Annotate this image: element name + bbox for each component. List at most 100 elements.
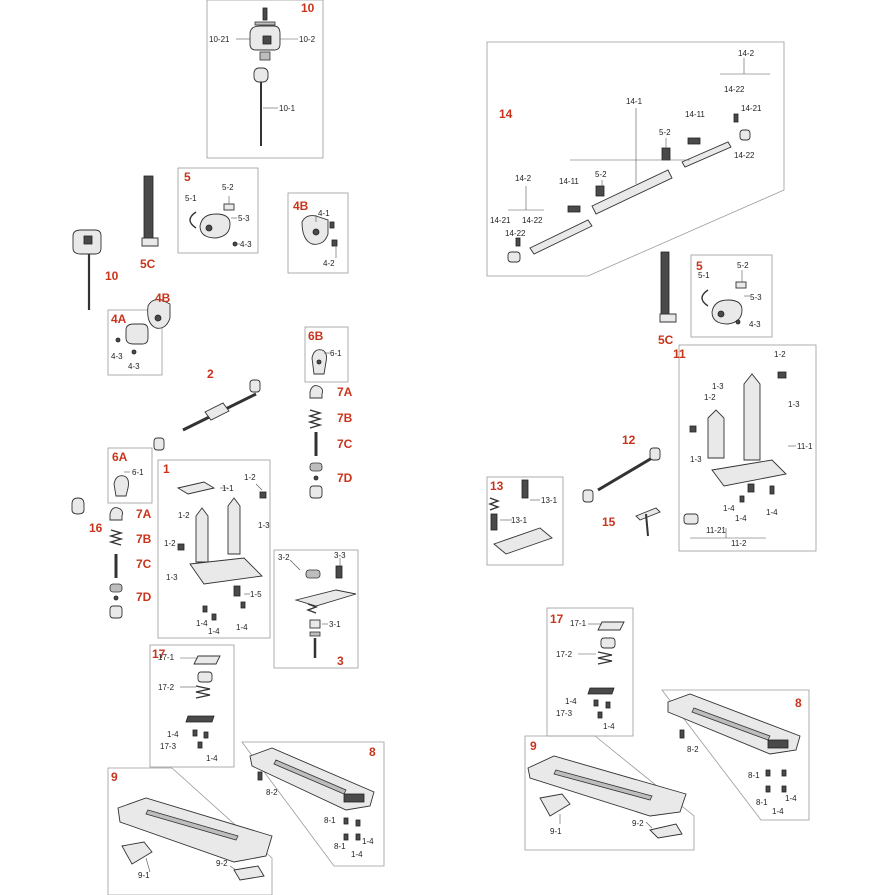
loose-part-7b-number: 7B: [337, 411, 353, 425]
assembly-17: 17 17-1 17-2 1-4 17-3 1-4: [149, 644, 235, 768]
loose-part-5c-right: 5C: [658, 251, 677, 347]
assembly-9-label: 9-2: [216, 859, 228, 868]
assembly-1: 1 1-2 1-1 1-2 1-3 1-2 1-3 1-5 1-4 1-4 1-…: [157, 459, 271, 639]
assembly-11-label: 11-1: [797, 442, 813, 451]
assembly-8-label: 8-1: [334, 842, 346, 851]
assembly-11-number: 11: [673, 347, 686, 361]
assembly-8-right-number: 8: [795, 696, 802, 710]
assembly-14-label: 14-11: [559, 177, 579, 186]
assembly-8-label: 1-4: [351, 850, 363, 859]
loose-part-7d-number: 7D: [337, 471, 353, 485]
assembly-1-label: 1-2: [164, 539, 176, 548]
assembly-6b: 6B 6-1: [304, 326, 349, 383]
assembly-14-label: 14-1: [626, 97, 643, 106]
assembly-4a-number: 4A: [111, 312, 127, 326]
assembly-14: 14 14-2 14-22 14-21 14-1 14-11 5-2 14-22…: [486, 41, 785, 277]
loose-part-7c-number: 7C: [337, 437, 353, 451]
assembly-10: 10 10-21 10-2 10-1: [206, 0, 324, 159]
assembly-14-label: 5-2: [595, 170, 607, 179]
assembly-9-right: 9 9-1 9-2: [524, 735, 695, 851]
assembly-17-right-label: 17-2: [556, 650, 573, 659]
loose-part-16: 16: [71, 497, 103, 535]
assembly-5-label: 5-1: [185, 194, 197, 203]
assembly-8-label: 8-2: [266, 788, 278, 797]
assembly-4b-label: 4-2: [323, 259, 335, 268]
loose-part-2-number: 2: [207, 367, 214, 381]
assembly-17-label: 1-4: [206, 754, 218, 763]
assembly-17-right-number: 17: [550, 612, 564, 626]
loose-part-5c-right-number: 5C: [658, 333, 674, 347]
assembly-6a-number: 6A: [112, 450, 128, 464]
assembly-11-label: 1-3: [712, 382, 724, 391]
assembly-3-label: 3-2: [278, 553, 290, 562]
assembly-17-right: 17 17-1 17-2 1-4 17-3 1-4: [546, 607, 634, 737]
assembly-10-number: 10: [301, 1, 315, 15]
assembly-17-right-label: 1-4: [603, 722, 615, 731]
loose-part-7c-left-number: 7C: [136, 557, 152, 571]
assembly-14-number: 14: [499, 107, 513, 121]
assembly-8-right: 8 8-2 8-1 8-1 1-4 1-4: [661, 689, 810, 821]
assembly-17-label: 17-1: [158, 653, 175, 662]
loose-part-15-number: 15: [602, 515, 616, 529]
assembly-4b-label: 4-1: [318, 209, 330, 218]
loose-part-12-number: 12: [622, 433, 636, 447]
assembly-5-right-label: 4-3: [749, 320, 761, 329]
assembly-13-label: 13-1: [541, 496, 558, 505]
assembly-9-label: 9-1: [138, 871, 150, 880]
assembly-11: 11 1-2 1-3 1-2 1-3 11-1 1-3 1-4 1-4 1-4 …: [673, 344, 817, 552]
loose-part-7d: 7D: [309, 462, 353, 499]
assembly-17-right-label: 17-3: [556, 709, 573, 718]
loose-part-7c-left: 7C: [114, 554, 152, 578]
assembly-5-label: 4-3: [240, 240, 252, 249]
assembly-4a-label: 4-3: [111, 352, 123, 361]
assembly-8-label: 8-1: [324, 816, 336, 825]
assembly-14-label: 14-11: [685, 110, 705, 119]
assembly-11-label: 1-4: [735, 514, 747, 523]
assembly-11-label: 1-4: [723, 504, 735, 513]
assembly-1-label: 1-2: [178, 511, 190, 520]
assembly-14-label: 14-22: [505, 229, 526, 238]
assembly-6b-label: 6-1: [330, 349, 342, 358]
loose-part-15: 15: [602, 507, 661, 537]
loose-part-7a-number: 7A: [337, 385, 353, 399]
assembly-1-label: 1-2: [244, 473, 256, 482]
assembly-5-right-number: 5: [696, 259, 703, 273]
loose-part-7d-left-number: 7D: [136, 590, 152, 604]
assembly-17-label: 17-2: [158, 683, 175, 692]
assembly-14-label: 14-2: [515, 174, 532, 183]
assembly-4b: 4B 4-1 4-2: [287, 192, 349, 274]
assembly-9: 9 9-1 9-2: [107, 767, 273, 895]
assembly-5-right-label: 5-2: [737, 261, 749, 270]
loose-part-7a-left-number: 7A: [136, 507, 152, 521]
assembly-4a-label: 4-3: [128, 362, 140, 371]
assembly-6b-number: 6B: [308, 329, 324, 343]
assembly-14-label: 14-22: [724, 85, 745, 94]
loose-part-7b: 7B: [307, 409, 353, 429]
loose-part-2: 2: [153, 367, 261, 451]
loose-part-7a-left: 7A: [109, 507, 152, 521]
assembly-10-label: 10-2: [299, 35, 316, 44]
assembly-5-right: 5 5-1 5-2 5-3 4-3: [690, 254, 773, 338]
assembly-13: 13 13-1 13-1: [486, 476, 564, 566]
assembly-9-number: 9: [111, 770, 118, 784]
assembly-3-label: 3-3: [334, 551, 346, 560]
assembly-4a: 4A 4-3 4-3: [107, 309, 163, 376]
assembly-17-number: 17: [152, 647, 166, 661]
assembly-17-right-label: 17-1: [570, 619, 587, 628]
assembly-14-label: 14-22: [734, 151, 755, 160]
loose-4b-number: 4B: [155, 291, 171, 305]
assembly-8-right-label: 1-4: [772, 807, 784, 816]
loose-part-7b-left: 7B: [108, 529, 152, 546]
assembly-10-label: 10-21: [209, 35, 230, 44]
assembly-11-label: 11-2: [731, 539, 747, 548]
assembly-8-number: 8: [369, 745, 376, 759]
assembly-5: 5 5-1 5-2 5-3 4-3: [177, 167, 259, 254]
assembly-1-number: 1: [163, 462, 170, 476]
loose-part-7d-left: 7D: [109, 583, 152, 619]
assembly-8-label: 1-4: [362, 837, 374, 846]
assembly-8-right-label: 8-1: [756, 798, 768, 807]
loose-part-16-number: 16: [89, 521, 103, 535]
assembly-11-label: 1-2: [774, 350, 786, 359]
assembly-5-right-label: 5-1: [698, 271, 710, 280]
